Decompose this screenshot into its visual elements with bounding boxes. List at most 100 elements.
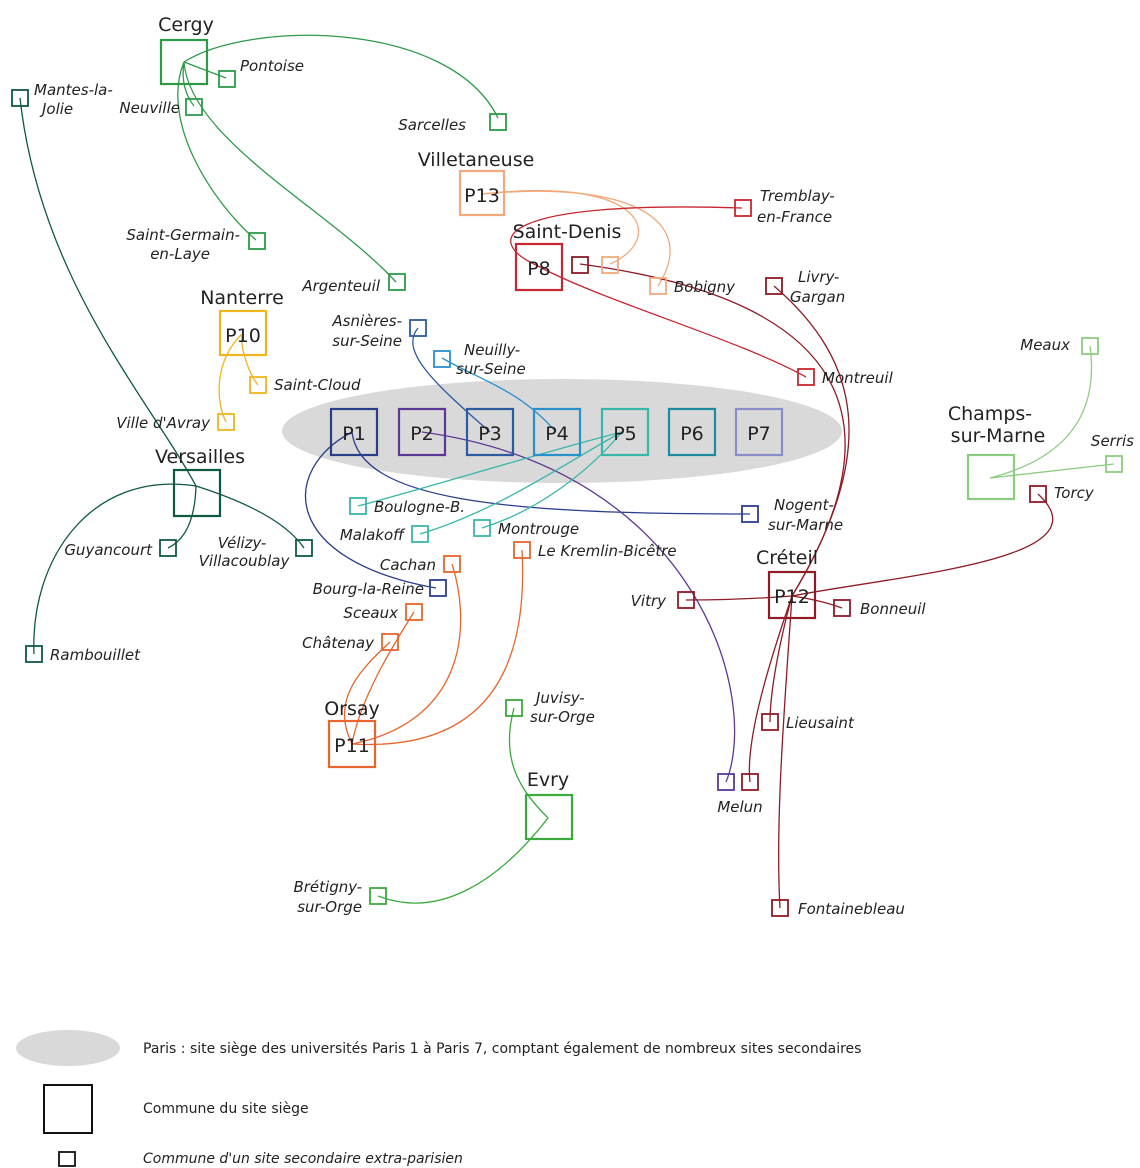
siege-nanterre[interactable]: Nanterre P10 — [200, 287, 284, 357]
label-villedavray: Ville d'Avray — [116, 414, 211, 432]
label-mantes-2: Jolie — [39, 100, 73, 118]
link-p13-bobigny — [481, 190, 671, 287]
link-cergy-pontoise — [183, 61, 227, 79]
site-montrouge[interactable] — [473, 519, 491, 537]
link-p12-livry — [773, 285, 850, 597]
siege-code: P11 — [334, 735, 370, 757]
site-saintgermain[interactable] — [248, 232, 266, 250]
siege-cergy[interactable]: Cergy — [158, 14, 214, 86]
siege-versailles[interactable]: Versailles — [155, 446, 245, 518]
link-versailles-mantes — [19, 97, 197, 487]
link-p5-montrouge — [481, 431, 623, 529]
label-livry: Livry- — [798, 268, 839, 286]
site-argenteuil[interactable] — [388, 273, 406, 291]
link-p12-torcy — [791, 493, 1054, 597]
uni-p4[interactable]: P4 — [532, 407, 582, 457]
label-sarcelles: Sarcelles — [398, 116, 466, 134]
label-neuville: Neuville — [119, 99, 180, 117]
uni-code: P7 — [747, 423, 771, 445]
site-boulogne[interactable] — [349, 497, 367, 515]
site-livry[interactable] — [765, 277, 783, 295]
label-lieusaint: Lieusaint — [786, 714, 855, 732]
site-villetaneuse-2[interactable] — [601, 256, 619, 274]
uni-p1[interactable]: P1 — [329, 407, 379, 457]
site-juvisy[interactable] — [505, 699, 523, 717]
site-nogent[interactable] — [741, 505, 759, 523]
link-p11-cachan — [351, 563, 462, 745]
label-juvisy-2: sur-Orge — [530, 708, 595, 726]
site-serris[interactable] — [1105, 455, 1123, 473]
site-malakoff[interactable] — [411, 525, 429, 543]
link-cergy-argenteuil — [183, 61, 397, 283]
link-p5-boulogne — [357, 431, 623, 507]
legend-paris-symbol — [16, 1030, 120, 1066]
site-kremlin[interactable] — [513, 541, 531, 559]
uni-p2[interactable]: P2 — [397, 407, 447, 457]
label-rambouillet: Rambouillet — [50, 646, 141, 664]
site-bonneuil[interactable] — [833, 599, 851, 617]
label-chatenay: Châtenay — [302, 634, 375, 652]
uni-p6[interactable]: P6 — [667, 407, 717, 457]
uni-code: P5 — [613, 423, 637, 445]
siege-orsay[interactable]: Orsay P11 — [324, 698, 380, 769]
site-bourg[interactable] — [429, 579, 447, 597]
legend-secondaire-symbol — [58, 1151, 76, 1167]
site-neuville[interactable] — [185, 98, 203, 116]
uni-code: P2 — [410, 423, 434, 445]
siege-evry[interactable]: Evry — [524, 769, 574, 841]
label-argenteuil: Argenteuil — [301, 277, 380, 295]
site-sarcelles[interactable] — [489, 113, 507, 131]
site-guyancourt[interactable] — [159, 539, 177, 557]
siege-creteil[interactable]: Créteil P12 — [756, 547, 818, 620]
link-p1-nogent — [351, 431, 751, 515]
site-mantes[interactable] — [11, 89, 29, 107]
main-sites: Cergy Villetaneuse P13 Saint-Denis P8 Na… — [155, 14, 1045, 841]
siege-champs[interactable]: Champs- sur-Marne — [948, 403, 1045, 501]
link-cergy-saintgermain — [177, 61, 257, 241]
label-mantes: Mantes-la- — [34, 81, 113, 99]
paris-ellipse — [282, 379, 842, 483]
site-lieusaint[interactable] — [761, 713, 779, 731]
site-asnieres[interactable] — [409, 319, 427, 337]
site-villedavray[interactable] — [217, 413, 235, 431]
site-neuilly[interactable] — [433, 350, 451, 368]
site-pontoise[interactable] — [218, 70, 236, 88]
site-saintcloud[interactable] — [249, 376, 267, 394]
legend-siege-symbol — [43, 1084, 93, 1134]
site-meaux[interactable] — [1081, 337, 1099, 355]
site-melun-p12[interactable] — [741, 773, 759, 791]
site-tremblay[interactable] — [734, 199, 752, 217]
siege-code: P13 — [464, 185, 500, 207]
site-sceaux[interactable] — [405, 603, 423, 621]
site-bretigny[interactable] — [369, 887, 387, 905]
uni-p3[interactable]: P3 — [465, 407, 515, 457]
link-versailles-guyancourt — [167, 485, 197, 549]
siege-name: Villetaneuse — [418, 149, 535, 171]
site-velizy[interactable] — [295, 539, 313, 557]
link-p11-sceaux — [351, 611, 415, 745]
siege-villetaneuse[interactable]: Villetaneuse P13 — [418, 149, 535, 217]
uni-p7[interactable]: P7 — [734, 407, 784, 457]
siege-name: Champs- — [948, 403, 1032, 425]
site-fontainebleau[interactable] — [771, 899, 789, 917]
label-nogent: Nogent- — [774, 496, 834, 514]
legend-secondaire-text: Commune d'un site secondaire extra-paris… — [143, 1151, 463, 1167]
site-rambouillet[interactable] — [25, 645, 43, 663]
uni-p5[interactable]: P5 — [600, 407, 650, 457]
link-p1-bourg — [304, 431, 437, 589]
link-p8-montreuil — [537, 265, 807, 378]
site-cachan[interactable] — [443, 555, 461, 573]
label-saintcloud: Saint-Cloud — [274, 376, 361, 394]
label-montrouge: Montrouge — [498, 520, 579, 538]
siege-saintdenis[interactable]: Saint-Denis P8 — [513, 221, 622, 292]
uni-code: P3 — [478, 423, 502, 445]
label-saintgermain: Saint-Germain- — [126, 226, 240, 244]
site-montreuil[interactable] — [797, 368, 815, 386]
site-chatenay[interactable] — [381, 633, 399, 651]
site-vitry[interactable] — [677, 591, 695, 609]
site-torcy[interactable] — [1029, 485, 1047, 503]
site-saintdenis-2[interactable] — [571, 256, 589, 274]
site-bobigny[interactable] — [649, 277, 667, 295]
site-melun-p2[interactable] — [717, 773, 735, 791]
link-versailles-rambouillet — [33, 483, 197, 655]
